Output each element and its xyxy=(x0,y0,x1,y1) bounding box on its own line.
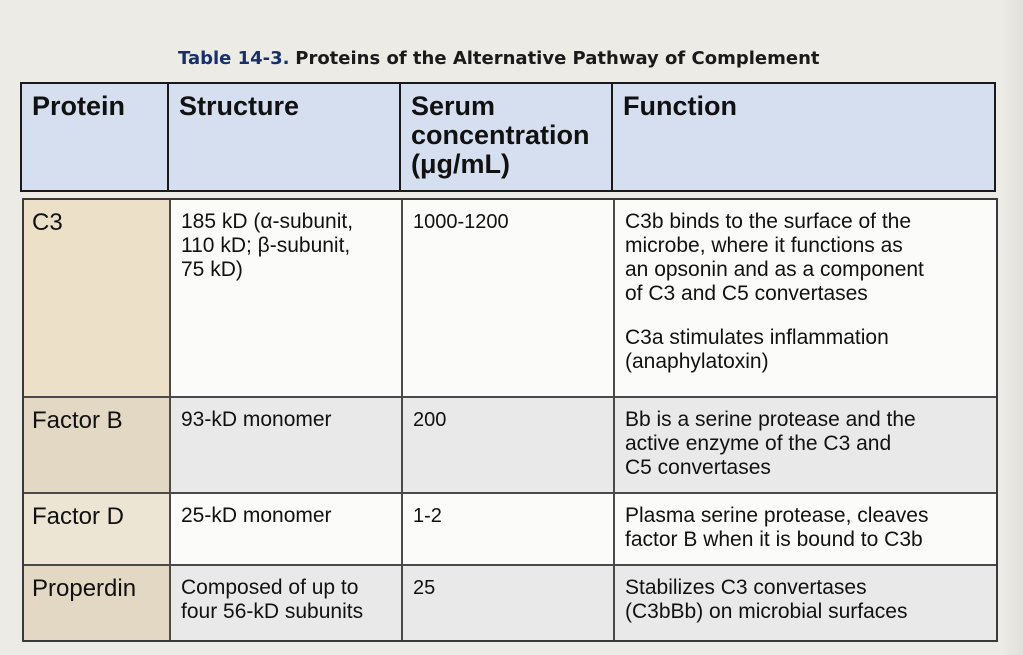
structure-cell: 185 kD (α-subunit, 110 kD; β-subunit, 75… xyxy=(169,200,402,397)
serum-cell: 1-2 xyxy=(401,492,614,565)
table-body: C3 185 kD (α-subunit, 110 kD; β-subunit,… xyxy=(22,198,998,642)
table-header: Protein Structure Serum concentration (μ… xyxy=(20,82,996,192)
structure-cell: 25-kD monomer xyxy=(169,492,402,565)
function-paragraph: C3a stimulates inflammation (anaphylatox… xyxy=(625,326,889,373)
function-paragraph: C3b binds to the surface of the microbe,… xyxy=(625,210,924,305)
table-caption: Table 14-3. Proteins of the Alternative … xyxy=(178,48,820,69)
protein-cell: Properdin xyxy=(24,564,170,640)
table-title: Proteins of the Alternative Pathway of C… xyxy=(295,48,820,69)
serum-cell: 1000-1200 xyxy=(401,200,614,397)
function-cell: Plasma serine protease, cleaves factor B… xyxy=(613,492,996,565)
serum-cell: 25 xyxy=(401,564,614,640)
structure-cell: 93-kD monomer xyxy=(169,396,402,493)
protein-cell: Factor D xyxy=(24,492,170,565)
header-protein: Protein xyxy=(22,84,168,190)
table-row: Factor B 93-kD monomer 200 Bb is a serin… xyxy=(24,396,996,493)
page-edge-shadow xyxy=(1001,0,1023,655)
table-row: Factor D 25-kD monomer 1-2 Plasma serine… xyxy=(24,492,996,565)
serum-cell: 200 xyxy=(401,396,614,493)
function-cell: Stabilizes C3 convertases (C3bBb) on mic… xyxy=(613,564,996,640)
function-cell: C3b binds to the surface of the microbe,… xyxy=(613,200,996,397)
protein-cell: C3 xyxy=(24,200,170,397)
header-function: Function xyxy=(611,84,994,190)
table-number: Table 14-3. xyxy=(178,48,290,69)
table-row: Properdin Composed of up to four 56-kD s… xyxy=(24,564,996,640)
header-structure: Structure xyxy=(167,84,400,190)
function-cell: Bb is a serine protease and the active e… xyxy=(613,396,996,493)
header-serum-concentration: Serum concentration (μg/mL) xyxy=(399,84,612,190)
table-row: C3 185 kD (α-subunit, 110 kD; β-subunit,… xyxy=(24,200,996,397)
structure-cell: Composed of up to four 56-kD subunits xyxy=(169,564,402,640)
protein-cell: Factor B xyxy=(24,396,170,493)
